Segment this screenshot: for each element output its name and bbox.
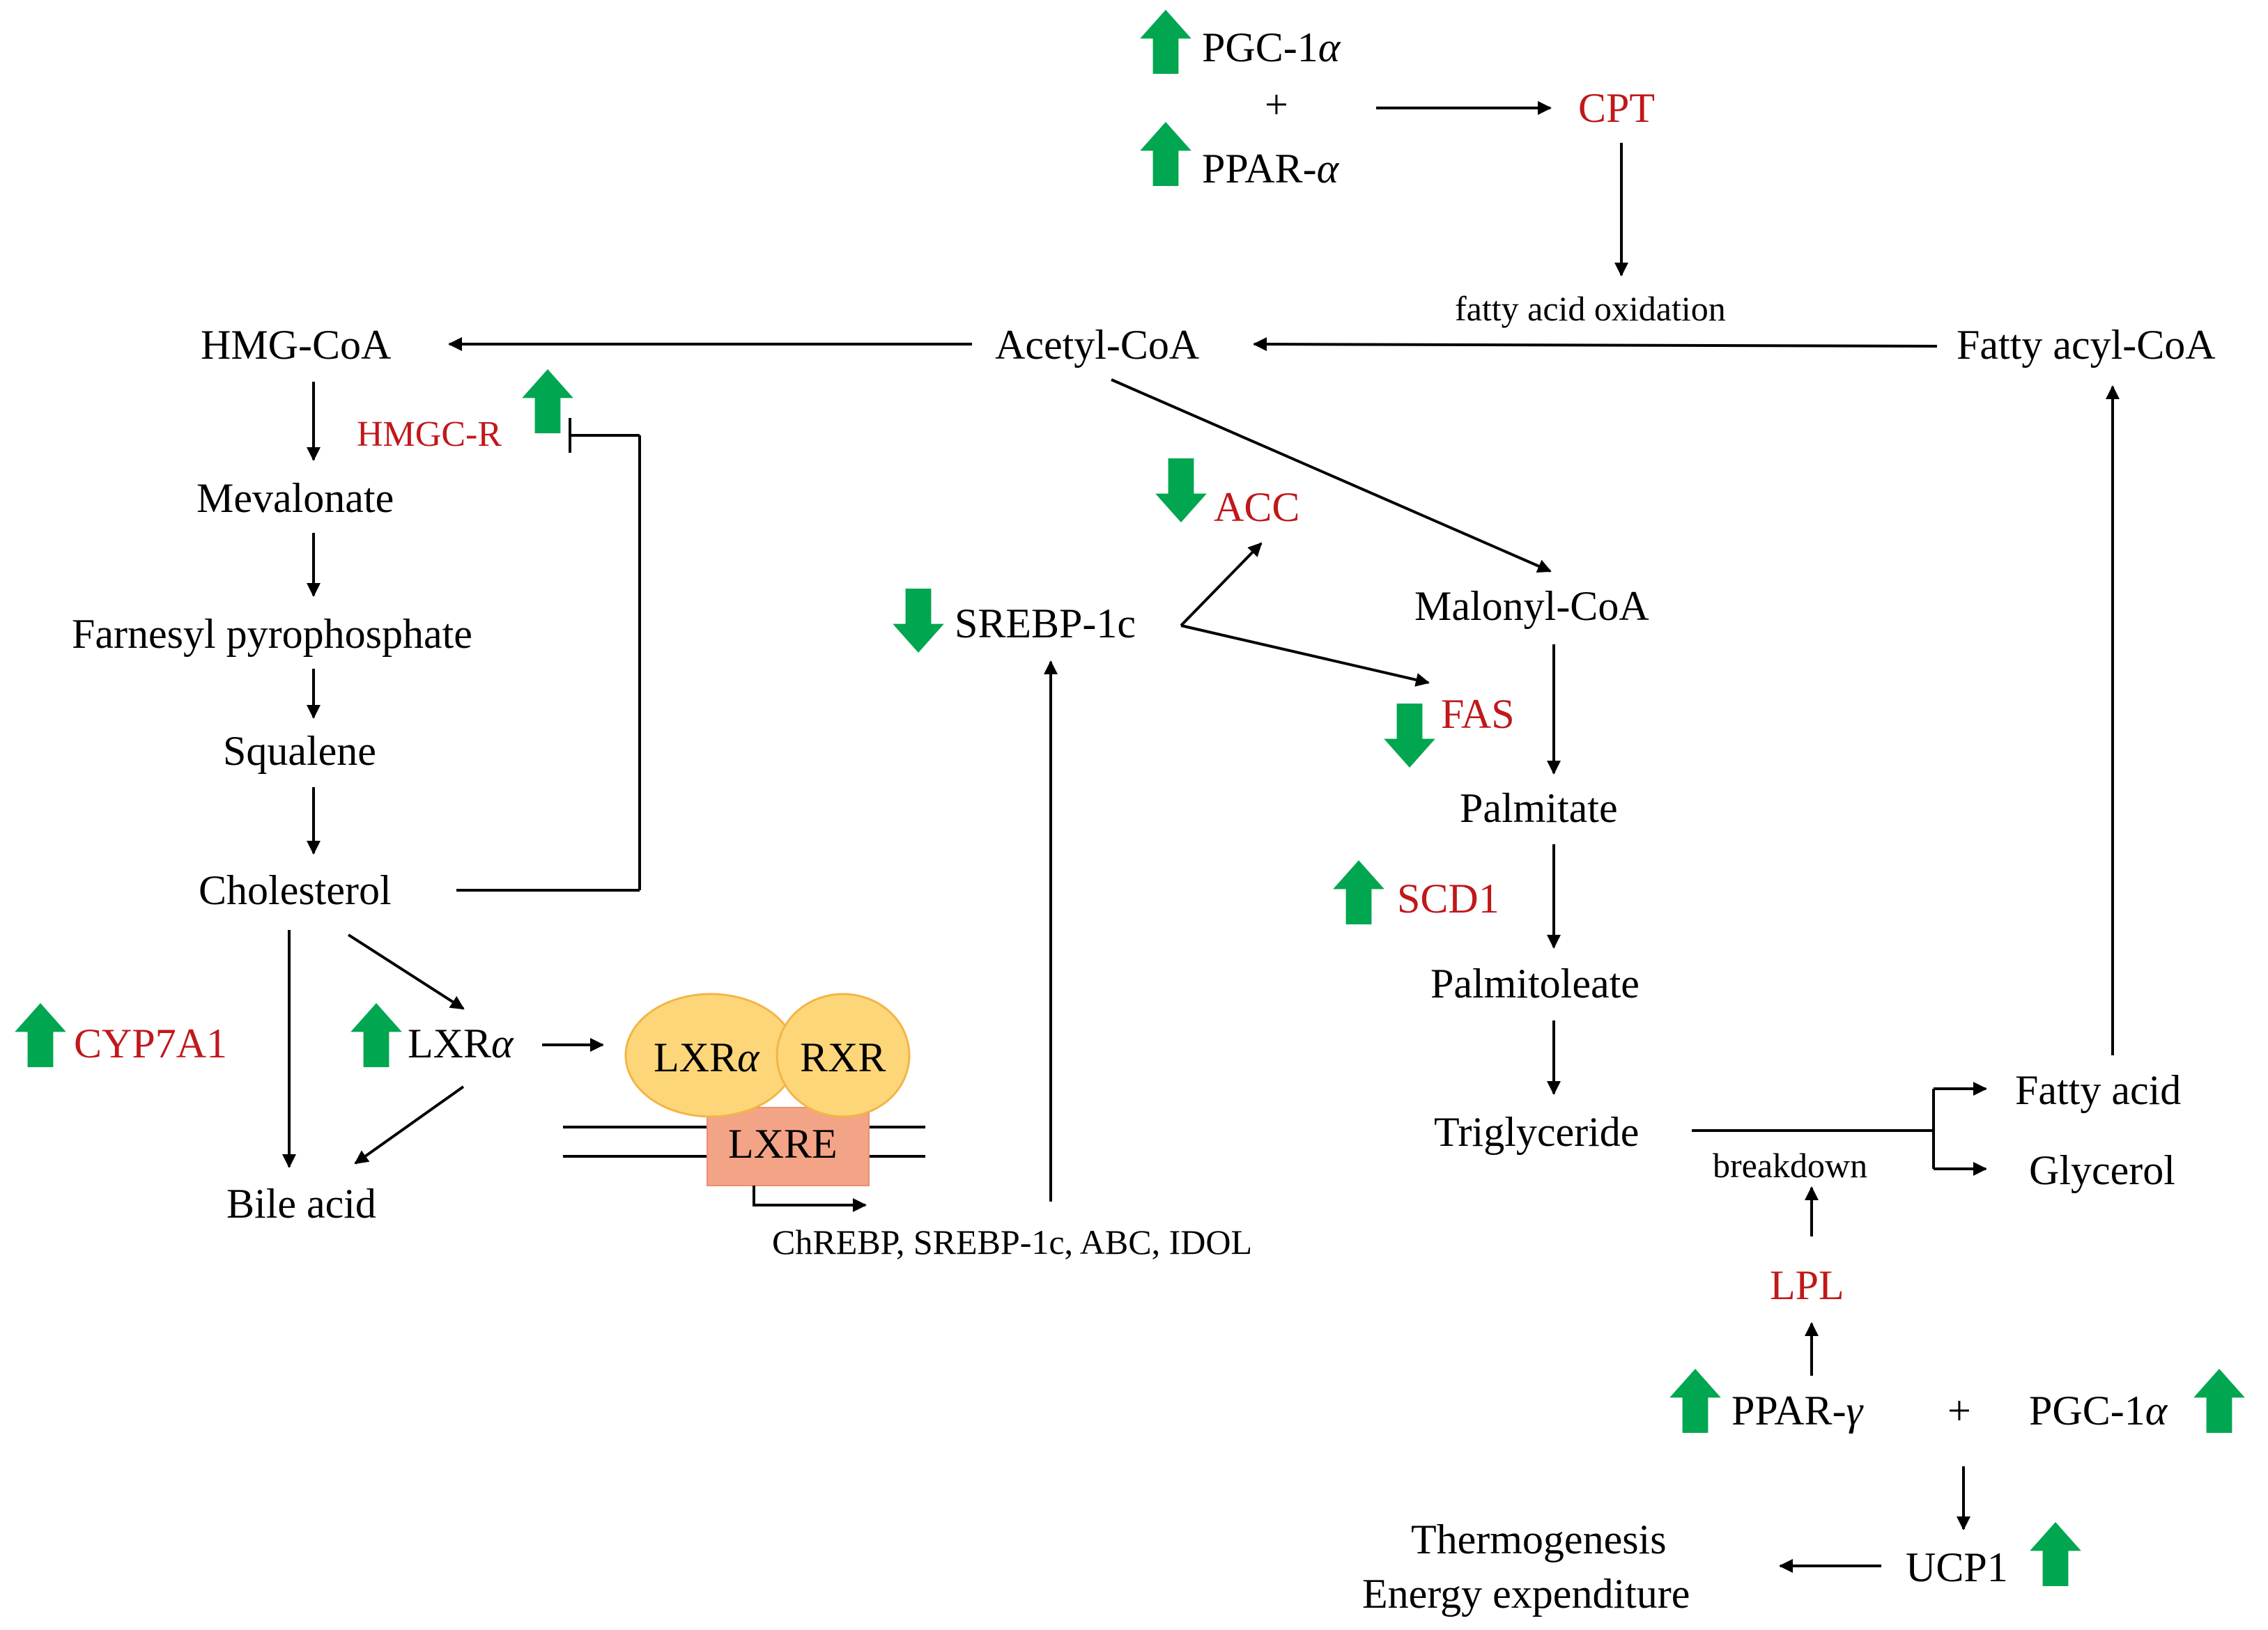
lpl-label: LPL bbox=[1770, 1262, 1844, 1308]
rxr-label: RXR bbox=[800, 1034, 886, 1080]
pgc1a-label-bottom: PGC-1α bbox=[2029, 1388, 2168, 1434]
cpt-label: CPT bbox=[1578, 85, 1655, 131]
hmg-coa-label: HMG-CoA bbox=[201, 322, 391, 368]
green-up-arrow-icon bbox=[1669, 1369, 1721, 1433]
pgc1a-label-top: PGC-1α bbox=[1202, 24, 1341, 70]
arrow-fattyacyl-to-acetyl bbox=[1253, 337, 1938, 352]
lxr-alpha-label: LXRα bbox=[408, 1020, 514, 1066]
ucp1-label: UCP1 bbox=[1906, 1544, 2008, 1590]
green-up-arrow-icon bbox=[1140, 122, 1191, 186]
plus-sign-bottom: + bbox=[1947, 1388, 1971, 1434]
scd1-label: SCD1 bbox=[1397, 876, 1499, 922]
squalene-label: Squalene bbox=[223, 728, 376, 774]
green-up-arrow-icon bbox=[1140, 10, 1191, 74]
plus-sign-top: + bbox=[1265, 82, 1288, 127]
acetyl-coa-label: Acetyl-CoA bbox=[995, 322, 1199, 368]
ppar-gamma-label: PPAR-γ bbox=[1731, 1388, 1864, 1434]
bile-acid-label: Bile acid bbox=[226, 1181, 376, 1227]
target-genes-label: ChREBP, SREBP-1c, ABC, IDOL bbox=[772, 1222, 1252, 1262]
triglyceride-label: Triglyceride bbox=[1434, 1109, 1639, 1155]
palmitate-label: Palmitate bbox=[1460, 785, 1618, 831]
fatty-acyl-coa-label: Fatty acyl-CoA bbox=[1957, 322, 2216, 368]
green-up-arrow-icon bbox=[2030, 1522, 2081, 1586]
green-up-arrow-icon bbox=[350, 1003, 402, 1067]
cholesterol-label: Cholesterol bbox=[199, 867, 392, 913]
fatty-acid-label: Fatty acid bbox=[2015, 1067, 2181, 1113]
arrow-srebp-to-fas bbox=[1180, 624, 1430, 687]
acc-label: ACC bbox=[1214, 484, 1299, 530]
mevalonate-label: Mevalonate bbox=[196, 475, 394, 521]
complex-lxr-alpha-label: LXRα bbox=[654, 1034, 760, 1080]
arrow-lxr-to-bile bbox=[354, 1085, 465, 1165]
green-up-arrow-icon bbox=[1333, 860, 1384, 924]
lxre-box bbox=[707, 1107, 870, 1186]
palmitoleate-label: Palmitoleate bbox=[1430, 961, 1640, 1007]
breakdown-label: breakdown bbox=[1713, 1146, 1867, 1185]
ppar-alpha-label: PPAR-α bbox=[1202, 146, 1340, 192]
fatty-acid-oxidation-label: fatty acid oxidation bbox=[1455, 289, 1726, 328]
glycerol-label: Glycerol bbox=[2029, 1147, 2175, 1193]
thermogenesis-label: Thermogenesis bbox=[1411, 1516, 1667, 1562]
fas-label: FAS bbox=[1441, 691, 1515, 737]
malonyl-coa-label: Malonyl-CoA bbox=[1414, 583, 1649, 629]
energy-expenditure-label: Energy expenditure bbox=[1362, 1571, 1690, 1617]
transcription-arrow bbox=[753, 1186, 867, 1212]
cyp7a1-label: CYP7A1 bbox=[74, 1020, 227, 1066]
arrow-cholesterol-to-lxr bbox=[347, 933, 465, 1010]
green-down-arrow-icon bbox=[893, 589, 944, 653]
hmgc-r-label: HMGC-R bbox=[357, 414, 502, 454]
green-up-arrow-icon bbox=[522, 369, 573, 433]
arrow-acetyl-to-malonyl bbox=[1111, 378, 1552, 573]
green-down-arrow-icon bbox=[1155, 458, 1207, 522]
rxr-ellipse bbox=[776, 993, 911, 1118]
srebp1c-label: SREBP-1c bbox=[955, 600, 1136, 646]
green-up-arrow-icon bbox=[2193, 1369, 2245, 1433]
lxre-label: LXRE bbox=[728, 1121, 838, 1167]
farnesyl-label: Farnesyl pyrophosphate bbox=[72, 611, 472, 657]
arrow-srebp-to-acc bbox=[1180, 542, 1263, 627]
green-down-arrow-icon bbox=[1384, 704, 1435, 768]
green-up-arrow-icon bbox=[15, 1003, 66, 1067]
